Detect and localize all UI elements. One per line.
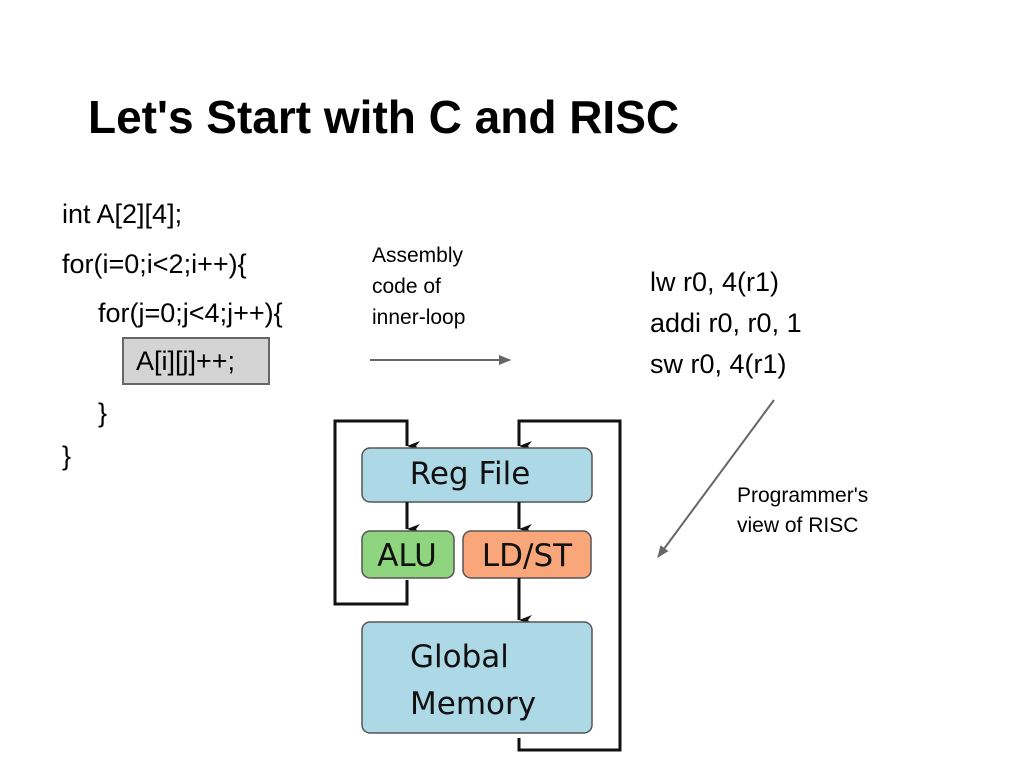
inner-loop-highlight bbox=[122, 337, 270, 385]
global-memory-label-line-2: Memory bbox=[410, 686, 536, 722]
asm-line-add: addi r0, r0, 1 bbox=[650, 308, 802, 338]
ldst-label: LD/ST bbox=[482, 538, 573, 574]
code-line-increment: A[i][j]++; bbox=[136, 346, 236, 376]
asm-line-load: lw r0, 4(r1) bbox=[650, 267, 780, 297]
reg-file-label: Reg File bbox=[410, 456, 531, 492]
alu-feedback-loop bbox=[333, 419, 420, 606]
memory-feedback-loop bbox=[517, 419, 622, 752]
code-line-declaration: int A[2][4]; bbox=[62, 199, 183, 229]
code-line-outer-close: } bbox=[62, 441, 72, 471]
assembly-to-diagram-arrow bbox=[657, 399, 775, 558]
code-line-outer-loop: for(i=0;i<2;i++){ bbox=[62, 249, 247, 279]
code-line-inner-close: } bbox=[98, 398, 108, 428]
risc-note-line-1: Programmer's bbox=[737, 484, 869, 507]
assembly-note-line-1: Assembly bbox=[372, 244, 464, 267]
slide-title: Let's Start with C and RISC bbox=[88, 91, 680, 143]
asm-line-store: sw r0, 4(r1) bbox=[650, 349, 787, 379]
alu-box bbox=[361, 530, 455, 579]
ldst-box bbox=[462, 530, 592, 579]
global-memory-box bbox=[361, 621, 593, 734]
code-line-inner-loop: for(j=0;j<4;j++){ bbox=[98, 298, 283, 328]
reg-file-box bbox=[361, 447, 593, 503]
assembly-note-line-2: code of bbox=[372, 275, 441, 298]
alu-label: ALU bbox=[377, 538, 437, 574]
global-memory-label-line-1: Global bbox=[410, 639, 509, 675]
assembly-note-line-3: inner-loop bbox=[372, 306, 466, 329]
risc-note-line-2: view of RISC bbox=[737, 514, 859, 537]
